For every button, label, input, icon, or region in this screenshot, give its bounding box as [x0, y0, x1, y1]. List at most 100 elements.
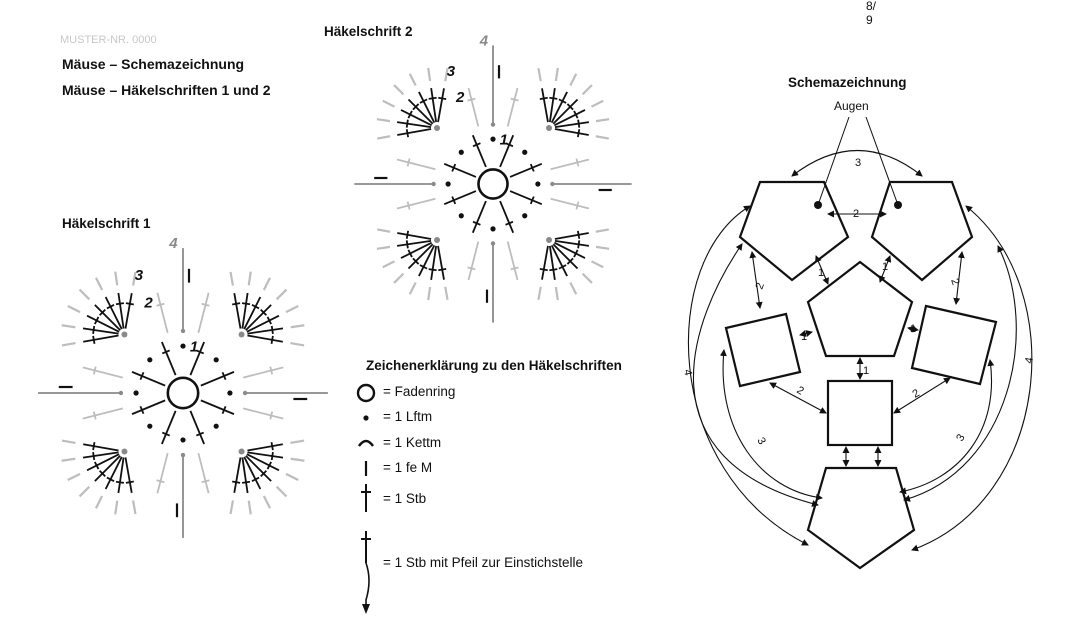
conn-lower-left: 2 [795, 384, 806, 397]
stitch-stb [437, 245, 445, 280]
arrow-tip [550, 181, 555, 187]
stitch-stb [82, 327, 119, 335]
stitch-stb-cross [139, 371, 145, 381]
stitch-stb-cross [221, 405, 227, 415]
stitch-stb [397, 128, 432, 136]
ring-icon [356, 383, 376, 403]
stitch-stb-cross [438, 96, 447, 101]
stitch-lftm-grey [546, 124, 553, 131]
stitch-stb [82, 407, 124, 420]
title-charts: Mäuse – Häkelschriften 1 und 2 [62, 82, 271, 98]
stitch-stb-cross [98, 308, 106, 316]
stitch-stb [197, 292, 210, 334]
stitch-fe-m [537, 286, 542, 300]
legend-label-lftm: = 1 Lftm [383, 409, 433, 424]
stitch-fe-m [408, 73, 417, 87]
stitch-stb-cross [92, 451, 96, 461]
stitch-stb-cross [106, 304, 115, 310]
stitch-stb-cross [266, 316, 272, 325]
stitch-lftm [490, 226, 496, 232]
stitch-stb-cross [251, 476, 260, 482]
middle-square [826, 379, 894, 447]
stitch-fe-m [444, 286, 449, 300]
stitch-stb-cross [270, 325, 274, 335]
stitch-fe-m [131, 271, 137, 286]
stitch-fe-m [285, 472, 299, 482]
stitch-stb [430, 245, 438, 281]
stitch-stb [131, 371, 166, 387]
stitch-stb [554, 239, 590, 247]
stitch-stb [430, 87, 438, 123]
stitch-stb-cross [260, 308, 268, 316]
stitch-stb [247, 327, 284, 335]
stitch-stb-cross [451, 163, 457, 172]
stitch-stb-cross [195, 349, 205, 355]
stitch-stb-cross [510, 97, 519, 102]
round-label: 3 [135, 267, 144, 284]
stitch-fe-m [554, 67, 559, 82]
stitch-stb [161, 410, 177, 445]
stitch-stb-cross [241, 480, 251, 484]
legend-heading: Zeichenerklärung zu den Häkelschriften [366, 358, 622, 373]
stitch-stb-cross [505, 220, 514, 226]
stitch-stb [94, 304, 121, 331]
stitch-fe-m [590, 99, 604, 108]
stitch-fe-m [290, 324, 305, 329]
stitch-stb-cross [428, 96, 437, 100]
stitch-lftm-grey [546, 237, 553, 244]
round-label: 4 [168, 235, 178, 252]
stitch-fe-m [114, 500, 119, 515]
legend-label-fadenring: = Fadenring [383, 384, 456, 399]
stitch-lftm-grey [433, 237, 440, 244]
stitch-lftm [180, 343, 186, 349]
stitch-stb [131, 399, 166, 415]
stitch-stb [242, 366, 284, 379]
conn-center-left: 1 [801, 331, 807, 343]
ear-right-square [910, 304, 998, 386]
stitch-lftm-grey [238, 331, 245, 338]
stitch-stb [554, 128, 589, 136]
stitch-stb [233, 457, 242, 493]
stitch-stb-cross [251, 304, 260, 310]
arrow-tip [242, 390, 248, 396]
stitch-stb-cross [156, 302, 165, 307]
stitch-fe-m [61, 439, 76, 445]
conn-eyes-top: 3 [855, 157, 861, 169]
stitch-stb-cross [94, 316, 100, 325]
faint-header: MUSTER-NR. 0000 [60, 34, 157, 46]
stitch-stb-cross [472, 220, 481, 226]
arrow-tip [118, 390, 124, 396]
stitch-fe-m [94, 495, 104, 509]
stitch-fe-m [382, 260, 396, 269]
stitch-stb-cross [269, 411, 274, 420]
stitch-stb [246, 453, 280, 472]
stitch-stb-cross [539, 267, 548, 272]
stitch-stb [104, 296, 123, 330]
stitch-stb-cross [577, 119, 581, 128]
stitch-stb [243, 456, 262, 490]
stitch-stb-cross [467, 97, 476, 102]
stitch-stb [82, 366, 124, 379]
arc-icon [358, 439, 374, 447]
stitch-stb [247, 443, 283, 452]
stitch-lftm [458, 213, 464, 219]
chart1-heading: Häkelschrift 1 [62, 216, 151, 231]
stitch-stb [548, 245, 556, 281]
title-schema: Mäuse – Schemazeichnung [62, 56, 245, 72]
stitch-stb-cross [407, 249, 413, 258]
ear-left-square [724, 312, 802, 388]
stitch-stb-cross [510, 266, 519, 271]
page-ref-top: 8/ [866, 0, 877, 13]
stitch-stb-cross [472, 142, 481, 148]
stitch-stb [437, 88, 445, 123]
conn-inner-right: 1 [882, 261, 888, 273]
stitch-stb-cross [576, 230, 581, 239]
conn-center-right: 1 [910, 323, 916, 335]
schema-heading: Schemazeichnung [788, 75, 907, 90]
stitch-stb-cross [270, 335, 274, 344]
conn-lower-right: 2 [911, 387, 922, 400]
stitch-fe-m [590, 260, 604, 269]
stitch-stb [246, 314, 280, 333]
legend-label-kettm: = 1 Kettm [383, 435, 442, 450]
